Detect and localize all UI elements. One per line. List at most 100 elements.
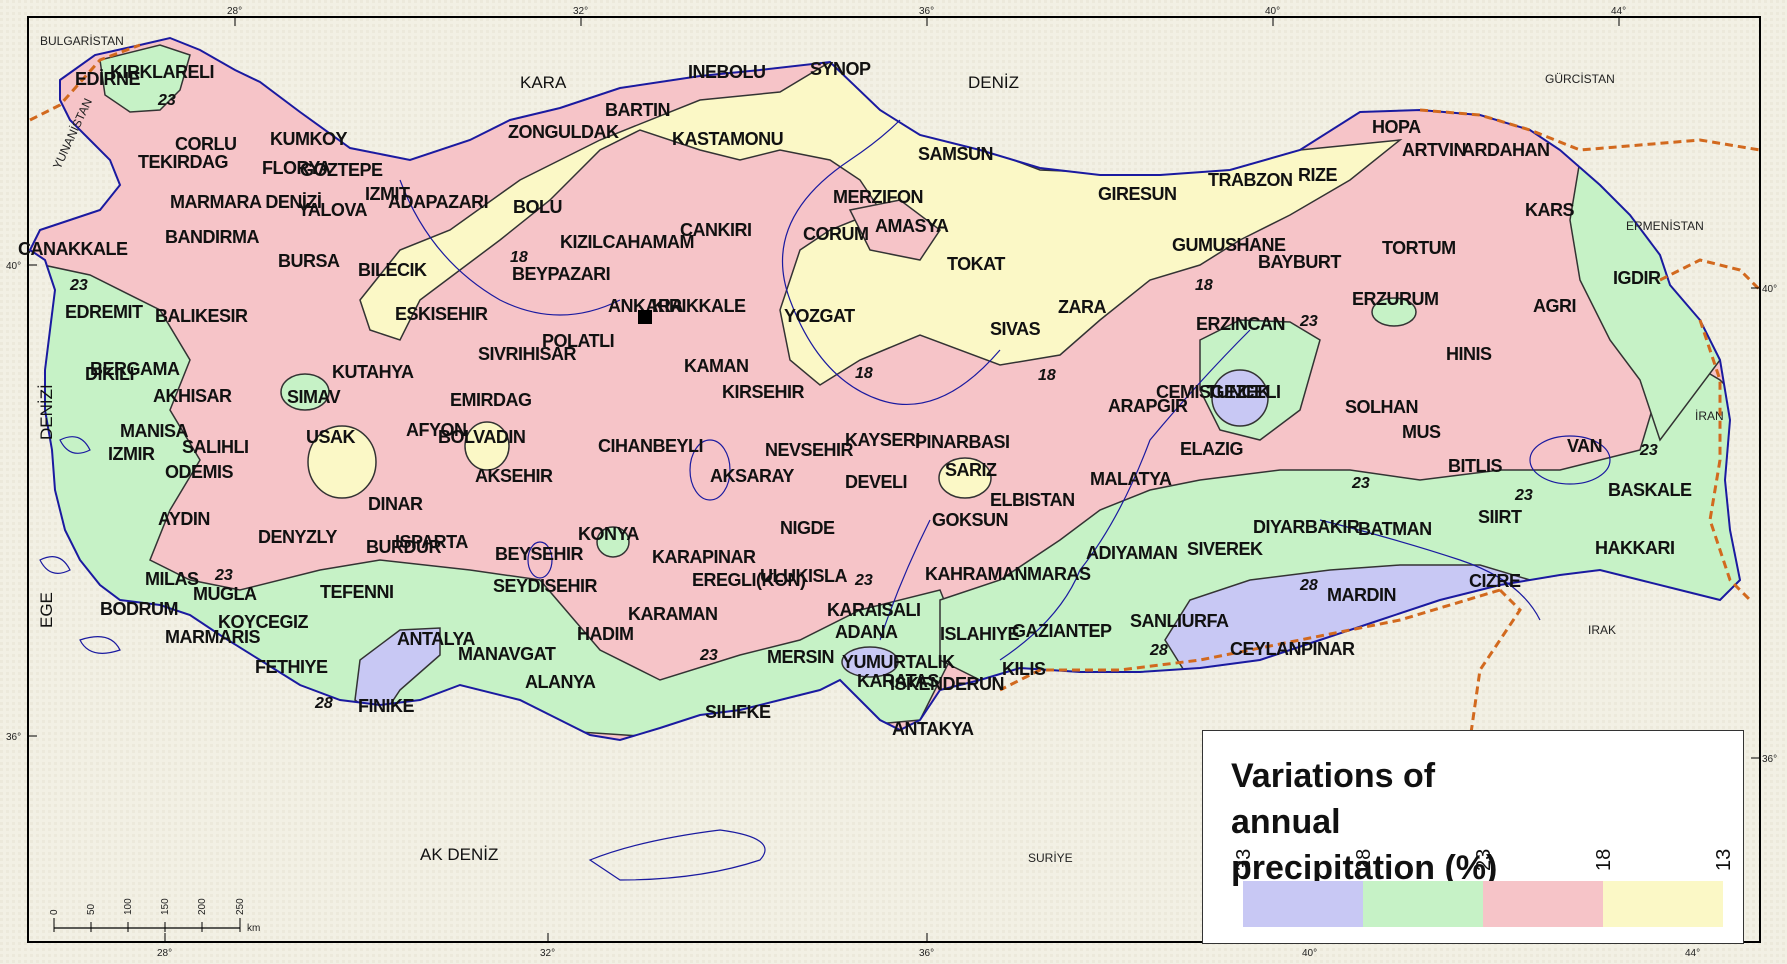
label-bulgaria: BULGARİSTAN [40, 34, 124, 48]
city-label: AGRI [1533, 296, 1576, 316]
city-label: AKSARAY [710, 466, 794, 486]
coord-top-32: 32° [573, 6, 588, 17]
coord-top-40: 40° [1265, 6, 1280, 17]
city-label: NIGDE [780, 518, 835, 538]
legend-label: 28 [1349, 831, 1379, 875]
coord-right-36: 36° [1762, 754, 1777, 765]
legend-swatch-18-23 [1483, 881, 1603, 927]
scale-tick-label: 150 [160, 898, 171, 915]
isohyet-label: 28 [314, 695, 333, 712]
city-label: KONYA [578, 524, 639, 544]
city-label: KIZILCAHAMAM [560, 232, 694, 252]
border-syria [999, 588, 1501, 692]
isohyet-label: 23 [157, 92, 176, 109]
city-label: VAN [1567, 436, 1602, 456]
city-label: KAHRAMANMARAS [925, 564, 1091, 584]
city-label: CORUM [803, 224, 869, 244]
city-label: FETHIYE [255, 657, 328, 677]
scale-bar: 0 50 100 150 200 250 km [49, 898, 260, 934]
city-label: BAYBURT [1258, 252, 1341, 272]
city-label: BASKALE [1608, 480, 1692, 500]
city-label: ISLAHIYE [940, 624, 1020, 644]
city-label: IGDIR [1613, 268, 1661, 288]
legend-label: 23 [1469, 831, 1499, 875]
isohyet-label: 23 [214, 567, 233, 584]
city-label: KARS [1525, 200, 1574, 220]
city-label: DEVELI [845, 472, 907, 492]
city-label: FLORYA [262, 158, 331, 178]
legend-label: 18 [1589, 831, 1619, 875]
city-label: NEVSEHIR [765, 440, 854, 460]
city-label: DIYARBAKIR [1253, 517, 1360, 537]
isohyet-label: 28 [1149, 642, 1168, 659]
city-label: BITLIS [1448, 456, 1502, 476]
city-label: HAKKARI [1595, 538, 1675, 558]
city-label: YALOVA [298, 200, 368, 220]
legend-label-text: 18 [1593, 848, 1615, 871]
legend-title: Variations of annual precipitation (%) [1231, 757, 1498, 887]
city-label: SIMAV [287, 387, 341, 407]
city-label: TOKAT [947, 254, 1005, 274]
zone-green-konya [596, 526, 630, 558]
isohyet-label: 23 [69, 277, 88, 294]
river-kizilirmak [782, 119, 1001, 406]
city-label: SALIHLI [182, 437, 249, 457]
city-label: BERGAMA [90, 359, 180, 379]
city-label: DIKILI [85, 364, 134, 384]
river-seyhan [879, 519, 931, 641]
graticule [28, 17, 1760, 942]
zone-green-erzurum [1371, 297, 1417, 327]
coord-bottom-44: 44° [1685, 948, 1700, 959]
city-label: INEBOLU [688, 62, 766, 82]
city-label: RIZE [1298, 165, 1337, 185]
legend-box: Variations of annual precipitation (%) 3… [1202, 730, 1744, 944]
city-label: AYDIN [158, 509, 210, 529]
city-label: KOYCEGIZ [218, 612, 309, 632]
city-label: BOLVADIN [438, 427, 525, 447]
city-label: KIRSEHIR [722, 382, 805, 402]
city-label: MUGLA [193, 584, 257, 604]
legend-swatch-28-33 [1243, 881, 1363, 927]
city-label: EDİRNE [75, 69, 141, 89]
city-label: ANTAKYA [892, 719, 974, 739]
city-label: SAMSUN [918, 144, 993, 164]
city-label: SYNOP [810, 59, 871, 79]
isohyet-label: 28 [1299, 577, 1318, 594]
river-sakarya [399, 179, 621, 316]
city-label: BOLU [513, 197, 562, 217]
zone-yellow-corum [848, 199, 942, 261]
city-label: ISKENDERUN [890, 674, 1004, 694]
city-label: MUS [1402, 422, 1441, 442]
label-sea-kara: KARA [520, 73, 567, 92]
city-label: CIHANBEYLI [598, 436, 703, 456]
city-label: MERZIFON [833, 187, 923, 207]
label-syria: SURİYE [1028, 851, 1073, 865]
city-label: GOKSUN [932, 510, 1008, 530]
city-label: CANAKKALE [18, 239, 128, 259]
city-label: ESKISEHIR [395, 304, 488, 324]
city-label: CORLU [175, 134, 237, 154]
city-label: GIRESUN [1098, 184, 1177, 204]
coord-right-40: 40° [1762, 284, 1777, 295]
city-label: BILECIK [358, 260, 427, 280]
city-label: EDREMIT [65, 302, 143, 322]
city-label: MANISA [120, 421, 188, 441]
lake-van [1529, 435, 1611, 485]
legend-label: 33 [1229, 831, 1259, 875]
city-label: ALANYA [525, 672, 596, 692]
city-label: BURSA [278, 251, 340, 271]
city-label: ARTVIN [1402, 140, 1466, 160]
city-label: SIVEREK [1187, 539, 1263, 559]
city-label: MARDIN [1327, 585, 1396, 605]
city-label: MARMARIS [165, 627, 260, 647]
river-tigris [1319, 519, 1541, 621]
city-label: ADIYAMAN [1086, 543, 1177, 563]
label-iran: İRAN [1695, 409, 1724, 423]
city-label: KARAISALI [827, 600, 921, 620]
city-label: KARAPINAR [652, 547, 756, 567]
coord-bottom-40: 40° [1302, 948, 1317, 959]
city-label: BODRUM [100, 599, 178, 619]
city-label: SIVAS [990, 319, 1041, 339]
